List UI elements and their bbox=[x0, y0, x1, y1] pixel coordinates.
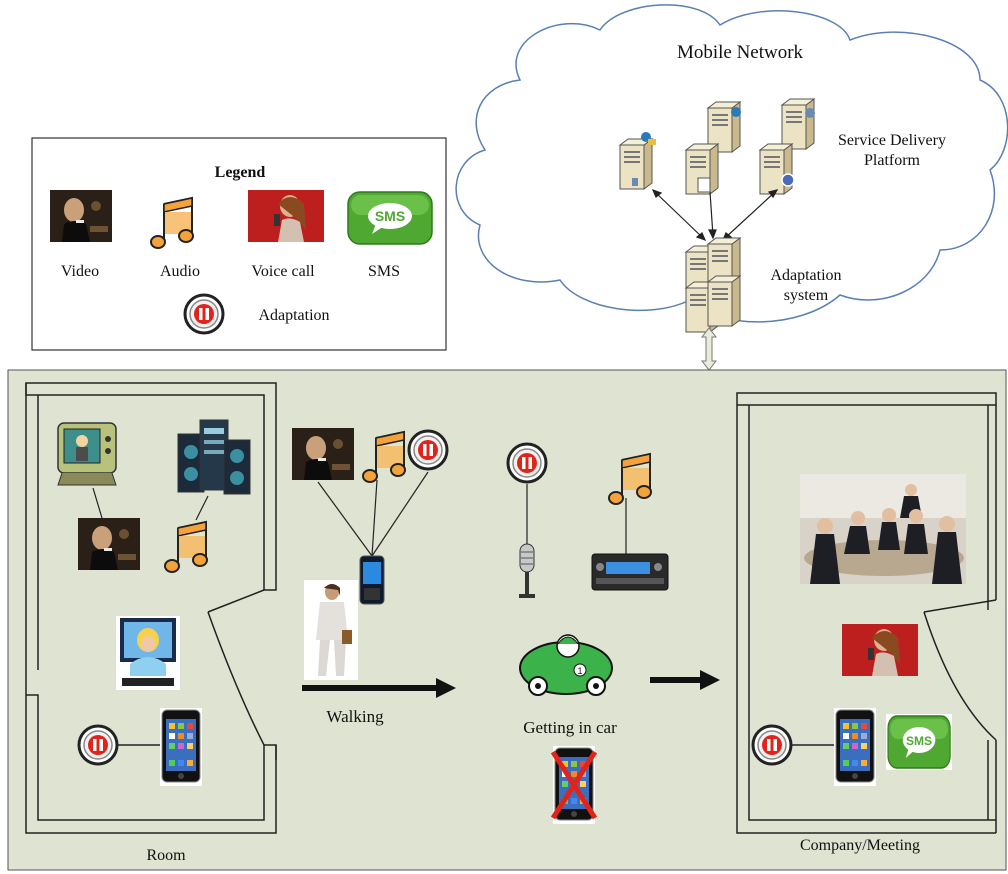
smartphone-icon bbox=[359, 555, 385, 605]
network-connection-arrow bbox=[700, 327, 718, 371]
sms-icon: SMS bbox=[347, 191, 433, 245]
sms-icon: SMS bbox=[886, 714, 952, 770]
walking-label: Walking bbox=[326, 707, 384, 726]
walking-links bbox=[317, 471, 429, 557]
company-label: Company/Meeting bbox=[800, 837, 920, 854]
video-icon bbox=[50, 190, 112, 242]
legend-item-sms: SMS bbox=[368, 263, 400, 280]
service-platform-line2: Platform bbox=[864, 152, 921, 169]
smartphone-icon bbox=[834, 708, 876, 786]
laptop-user-icon bbox=[116, 616, 180, 690]
adaptation-pause-icon bbox=[506, 442, 548, 484]
sms-badge-text: SMS bbox=[906, 734, 932, 748]
walking-arrow bbox=[302, 678, 456, 698]
tv-icon bbox=[57, 422, 117, 486]
cloud-title: Mobile Network bbox=[677, 42, 804, 63]
legend-item-adaptation: Adaptation bbox=[258, 307, 329, 324]
adaptation-pause-icon bbox=[183, 293, 225, 335]
adaptation-pause-icon bbox=[407, 429, 449, 471]
adaptation-pause-icon bbox=[77, 724, 119, 766]
smartphone-disabled-icon bbox=[550, 746, 598, 824]
meeting-photo-icon bbox=[800, 474, 966, 584]
server-icon bbox=[707, 101, 741, 153]
car-badge-text: 1 bbox=[577, 666, 582, 676]
room-label: Room bbox=[146, 847, 186, 864]
stereo-icon bbox=[177, 419, 251, 495]
sms-badge-text: SMS bbox=[375, 208, 405, 224]
voice-call-icon bbox=[842, 624, 918, 676]
adaptation-system-servers bbox=[685, 237, 741, 333]
adaptation-system-line2: system bbox=[784, 287, 829, 304]
server-icon bbox=[685, 143, 719, 195]
legend-item-audio: Audio bbox=[160, 263, 200, 280]
database-icon bbox=[632, 178, 638, 186]
legend-item-voice-call: Voice call bbox=[251, 263, 315, 280]
smartphone-icon bbox=[160, 708, 202, 786]
mobile-network-cloud bbox=[455, 4, 1008, 323]
microphone-icon bbox=[519, 543, 535, 598]
video-icon bbox=[292, 428, 354, 480]
voice-call-icon bbox=[248, 190, 324, 242]
adaptation-pause-icon bbox=[751, 724, 793, 766]
race-car-icon: 1 bbox=[519, 634, 613, 696]
room-floorplan bbox=[25, 382, 277, 834]
car-label: Getting in car bbox=[523, 718, 617, 737]
video-icon bbox=[78, 518, 140, 570]
server-icon bbox=[759, 143, 795, 195]
link-line bbox=[92, 487, 103, 519]
businesswoman-icon bbox=[304, 580, 358, 680]
service-platform-line1: Service Delivery bbox=[838, 132, 946, 149]
legend-title: Legend bbox=[215, 164, 266, 181]
legend-item-video: Video bbox=[61, 263, 99, 280]
adaptation-system-line1: Adaptation bbox=[770, 267, 841, 284]
link-line bbox=[195, 495, 209, 521]
server-icon bbox=[619, 132, 656, 190]
server-icon bbox=[781, 98, 815, 150]
company-floorplan bbox=[736, 392, 997, 834]
car-to-meeting-arrow bbox=[650, 670, 720, 690]
car-radio-icon bbox=[591, 553, 669, 591]
